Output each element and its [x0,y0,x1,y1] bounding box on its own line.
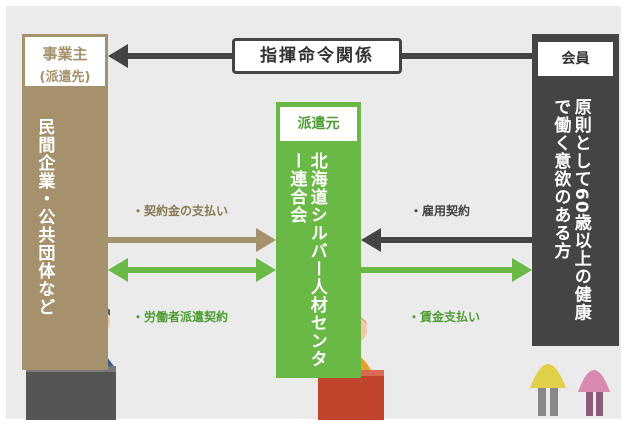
employer-description: 民間企業・公共団体など [34,118,55,316]
contract-fee-label: ・契約金の支払い [132,204,229,218]
dispatcher-description: 北海道シルバー人材センター連合会 [286,152,327,368]
command-relation-label-box: 指揮命令関係 [232,38,402,74]
dispatcher-title-box: 派遣元 [280,107,357,141]
member-description: 原則として60歳以上の健康で働く意欲のある方 [550,98,591,322]
employment-contract-arrow [361,228,532,252]
member-title: 会員 [561,51,590,67]
dispatch-contract-label: ・労働者派遣契約 [132,310,229,324]
wage-payment-label: ・賃金支払い [408,310,481,324]
contract-fee-arrow [108,228,276,252]
command-relation-label: 指揮命令関係 [260,46,374,66]
dispatcher-column: 派遣元 [276,102,361,378]
dispatch-contract-arrow [108,258,276,282]
employer-column: 事業主 (派遣先) [22,34,108,370]
dispatcher-title: 派遣元 [297,116,340,132]
employer-title: 事業主 [42,45,88,63]
employment-contract-label: ・雇用契約 [410,204,471,218]
employer-title-box: 事業主 (派遣先) [25,37,105,86]
member-title-box: 会員 [538,42,613,76]
wage-payment-arrow [361,258,532,282]
member-column: 会員 [532,34,619,346]
employer-subtitle: (派遣先) [39,70,91,85]
